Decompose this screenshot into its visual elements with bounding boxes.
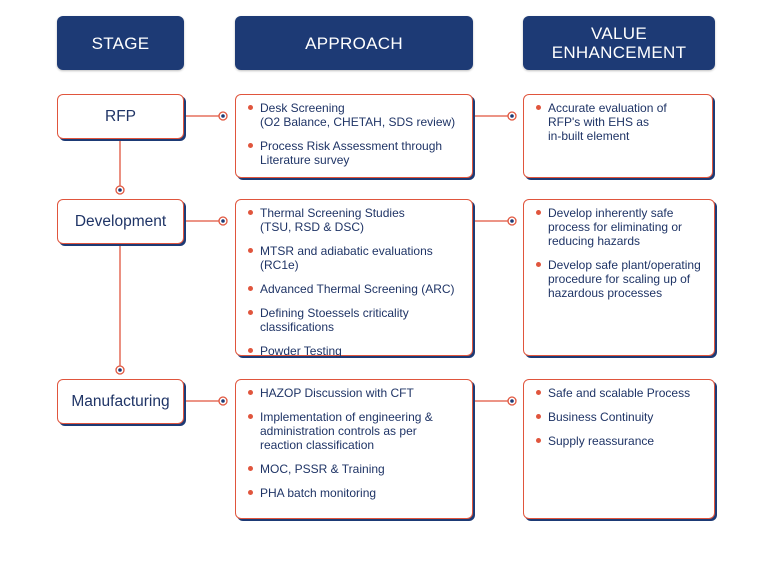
list-item: Develop safe plant/operating procedure f… [536,258,706,300]
bullet-icon [536,262,541,267]
bullet-icon [248,466,253,471]
bullet-icon [536,438,541,443]
bullet-icon [536,105,541,110]
stage-development: Development [57,199,184,244]
bullet-icon [248,348,253,353]
header-value-label: VALUE ENHANCEMENT [551,24,687,62]
stage-rfp-label: RFP [105,107,136,125]
bullet-icon [248,310,253,315]
bullet-icon [248,143,253,148]
list-item: PHA batch monitoring [248,486,464,500]
header-approach: APPROACH [235,16,473,70]
list-item: Thermal Screening Studies (TSU, RSD & DS… [248,206,464,234]
list-item: Implementation of engineering & administ… [248,410,464,452]
bullet-icon [248,490,253,495]
list-item: Develop inherently safe process for elim… [536,206,706,248]
header-stage: STAGE [57,16,184,70]
bullet-icon [248,210,253,215]
value-rfp-panel: Accurate evaluation of RFP's with EHS as… [523,94,713,178]
value-development-panel: Develop inherently safe process for elim… [523,199,715,356]
list-item: MTSR and adiabatic evaluations (RC1e) [248,244,464,272]
list-item: Process Risk Assessment through Literatu… [248,139,464,167]
bullet-icon [248,286,253,291]
approach-development-panel: Thermal Screening Studies (TSU, RSD & DS… [235,199,473,358]
list-item: Accurate evaluation of RFP's with EHS as… [536,101,704,143]
list-item: HAZOP Discussion with CFT [248,386,464,400]
approach-rfp-panel: Desk Screening (O2 Balance, CHETAH, SDS … [235,94,473,178]
stage-rfp: RFP [57,94,184,139]
approach-manufacturing-panel: HAZOP Discussion with CFT Implementation… [235,379,473,519]
stage-development-label: Development [74,212,167,230]
header-stage-label: STAGE [91,33,150,53]
bullet-icon [248,414,253,419]
bullet-icon [248,105,253,110]
bullet-icon [248,390,253,395]
bullet-icon [536,390,541,395]
stage-manufacturing-label: Manufacturing [71,392,170,410]
value-manufacturing-panel: Safe and scalable Process Business Conti… [523,379,715,519]
list-item: Powder Testing [248,344,464,358]
list-item: Supply reassurance [536,434,706,448]
bullet-icon [536,210,541,215]
list-item: Business Continuity [536,410,706,424]
bullet-icon [248,248,253,253]
list-item: Defining Stoessels criticality classific… [248,306,464,334]
list-item: Advanced Thermal Screening (ARC) [248,282,464,296]
bullet-icon [536,414,541,419]
header-approach-label: APPROACH [305,33,403,53]
list-item: Safe and scalable Process [536,386,706,400]
stage-manufacturing: Manufacturing [57,379,184,424]
header-value-enhancement: VALUE ENHANCEMENT [523,16,715,70]
list-item: Desk Screening (O2 Balance, CHETAH, SDS … [248,101,464,129]
list-item: MOC, PSSR & Training [248,462,464,476]
